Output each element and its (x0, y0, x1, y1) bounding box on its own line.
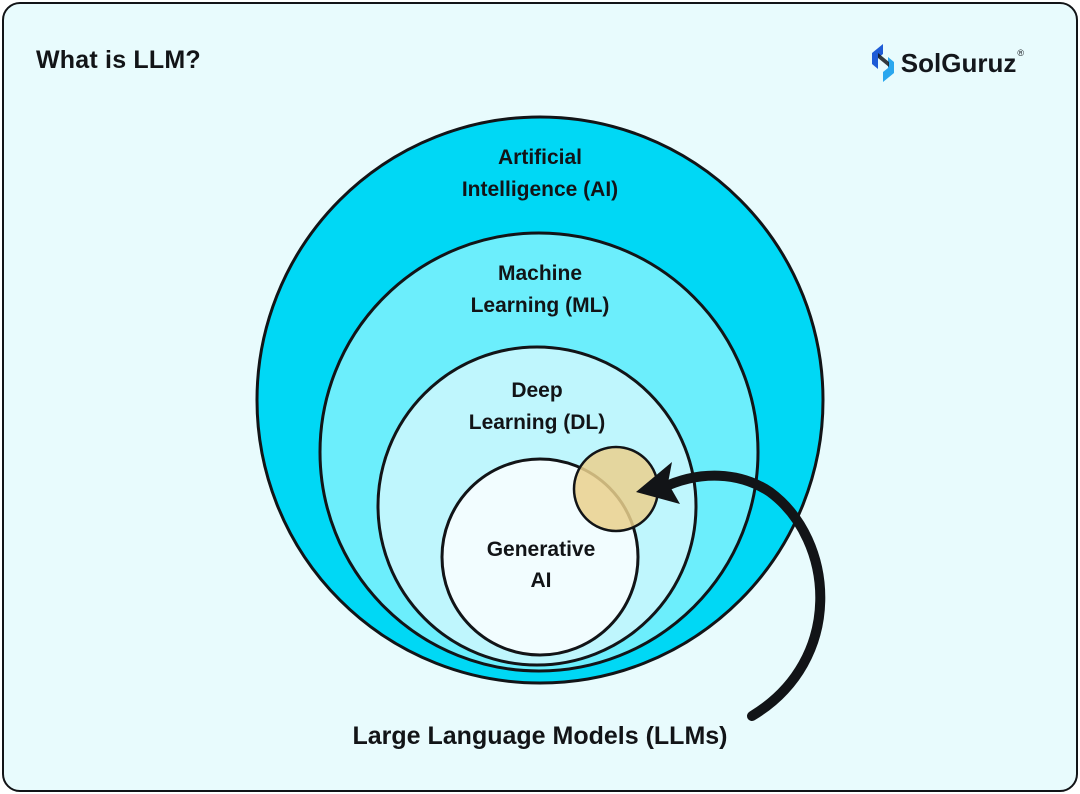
genai-label-line2: AI (531, 569, 552, 592)
page-title: What is LLM? (36, 46, 201, 74)
ai-label-line1: Artificial (498, 146, 582, 169)
brand-name: SolGuruz (900, 47, 1017, 78)
ml-label-line1: Machine (498, 262, 582, 285)
ml-label-line2: Learning (ML) (471, 294, 610, 317)
arrowhead-icon (636, 462, 680, 504)
genai-label-line1: Generative (487, 538, 596, 561)
brand-logo: SolGuruz ® (869, 42, 1024, 84)
ai-label-line2: Intelligence (AI) (462, 178, 618, 201)
pointer-arrow (657, 470, 826, 721)
solguruz-logo-icon (871, 44, 894, 82)
dl-label-line1: Deep (511, 379, 562, 402)
registered-mark: ® (1017, 48, 1024, 58)
llm-caption: Large Language Models (LLMs) (352, 722, 727, 750)
dl-label-line2: Learning (DL) (469, 411, 606, 434)
